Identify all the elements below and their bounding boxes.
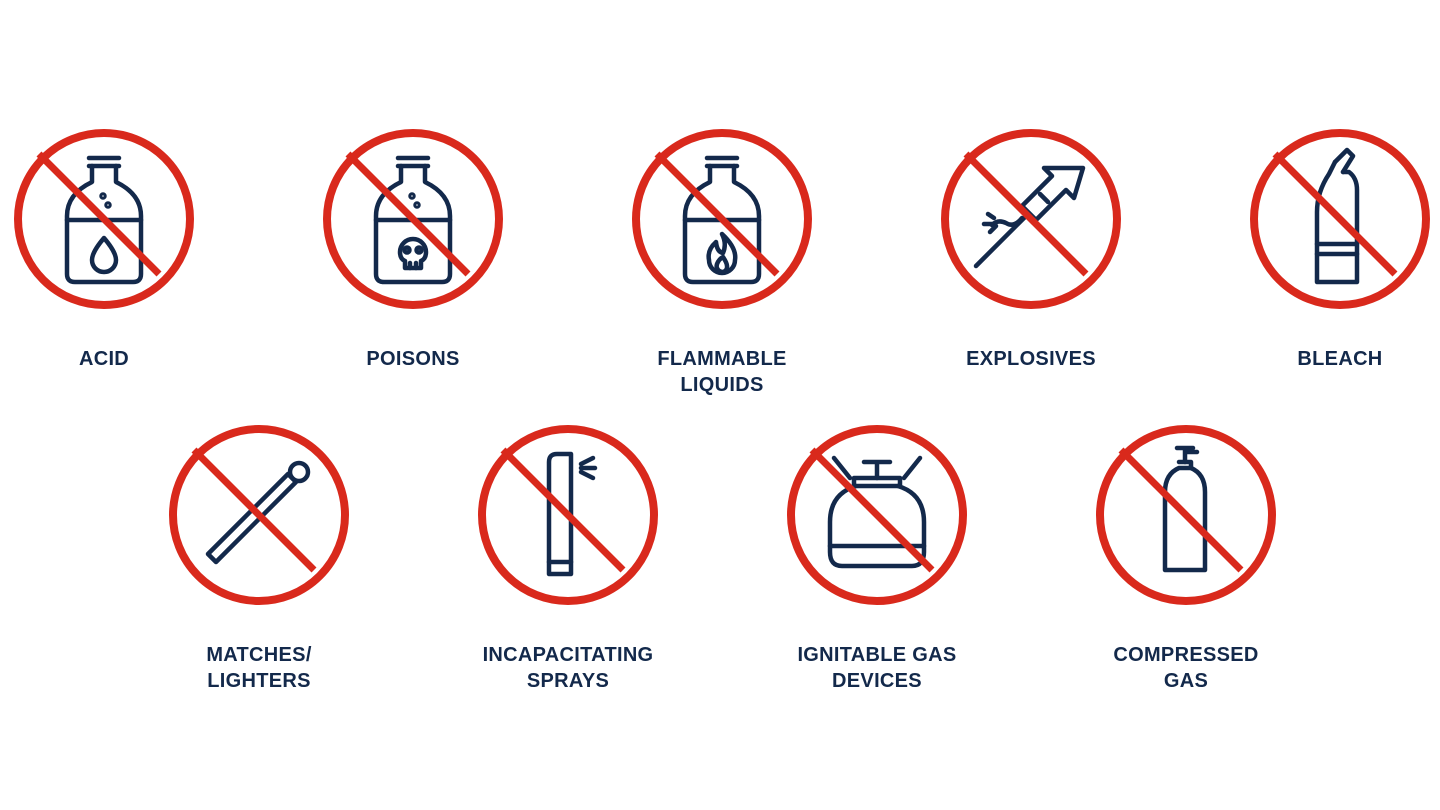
- prohibited-item-explosives: EXPLOSIVES: [901, 126, 1161, 372]
- item-label: FLAMMABLE LIQUIDS: [657, 348, 787, 396]
- prohibited-item-compressed-gas: COMPRESSED GAS: [1056, 422, 1316, 694]
- item-label: POISONS: [366, 348, 460, 370]
- gas-cylinder-icon: [1096, 425, 1276, 605]
- match-stick-icon: [169, 425, 349, 605]
- bleach-bottle-icon: [1250, 129, 1430, 309]
- item-label: IGNITABLE GAS DEVICES: [797, 644, 957, 692]
- prohibited-item-matches-lighters: MATCHES/ LIGHTERS: [129, 422, 389, 694]
- gas-canister-stove-icon: [787, 425, 967, 605]
- prohibited-item-acid: ACID: [0, 126, 234, 372]
- item-label: INCAPACITATING SPRAYS: [482, 644, 654, 692]
- flammable-liquid-bottle-icon: [632, 129, 812, 309]
- prohibited-item-incapacitating-sprays: INCAPACITATING SPRAYS: [438, 422, 698, 694]
- item-label: MATCHES/ LIGHTERS: [206, 644, 312, 692]
- item-label: COMPRESSED GAS: [1113, 644, 1259, 692]
- spray-can-icon: [478, 425, 658, 605]
- prohibited-item-bleach: BLEACH: [1210, 126, 1440, 372]
- acid-bottle-icon: [14, 129, 194, 309]
- item-label: ACID: [78, 348, 130, 370]
- item-label: EXPLOSIVES: [966, 348, 1096, 370]
- prohibited-item-flammable-liquids: FLAMMABLE LIQUIDS: [592, 126, 852, 398]
- firework-rocket-icon: [941, 129, 1121, 309]
- prohibited-item-poisons: POISONS: [283, 126, 543, 372]
- prohibited-item-ignitable-gas-devices: IGNITABLE GAS DEVICES: [747, 422, 1007, 694]
- poison-bottle-icon: [323, 129, 503, 309]
- item-label: BLEACH: [1297, 348, 1383, 370]
